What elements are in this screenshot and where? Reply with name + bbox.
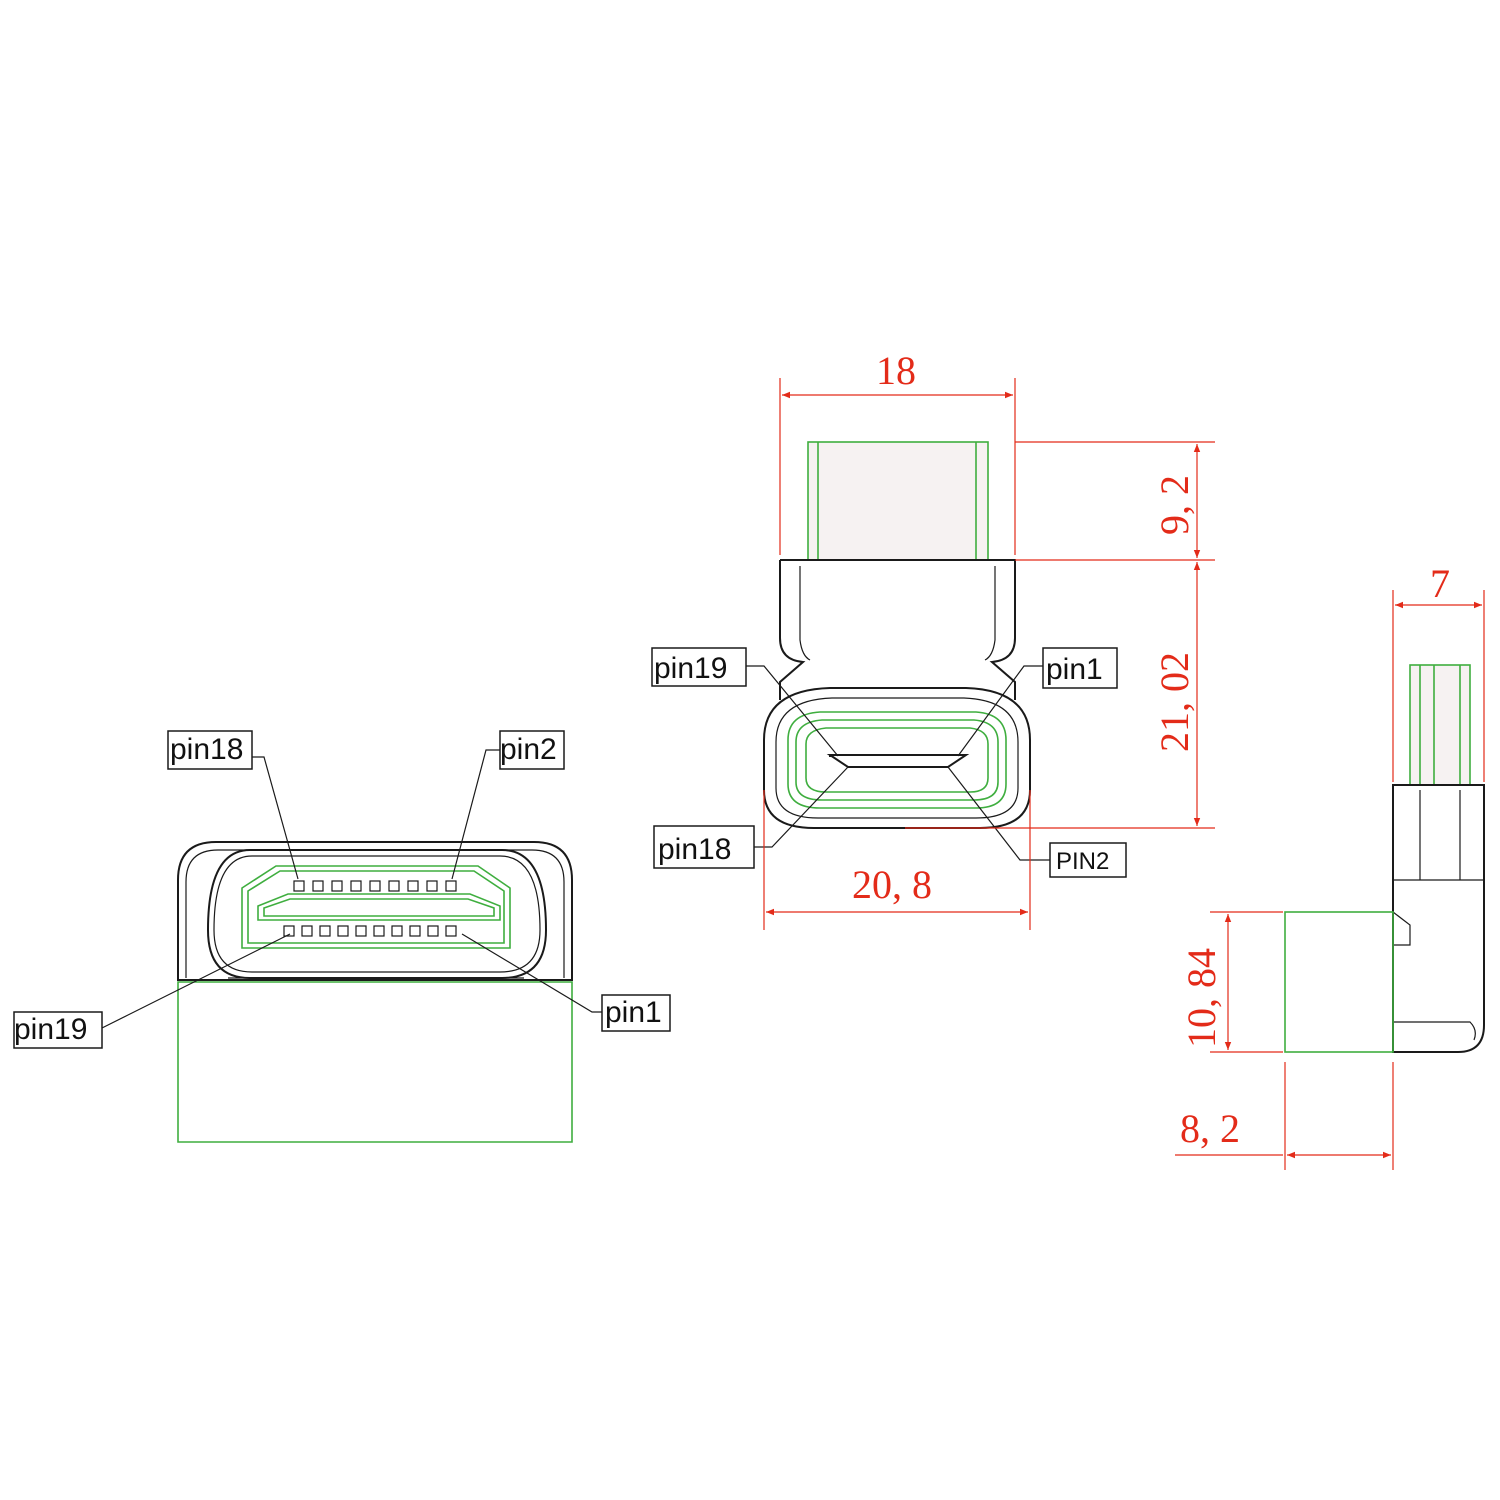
top-label-pin1: pin1 xyxy=(1046,653,1103,686)
top-plug xyxy=(807,441,989,561)
side-receptacle xyxy=(1284,911,1394,1053)
dim-plug-length: 9, 2 xyxy=(1152,475,1197,535)
top-label-pin19: pin19 xyxy=(654,652,727,685)
front-bottom-pins xyxy=(283,925,457,937)
top-slot xyxy=(826,754,970,768)
front-label-pin18: pin18 xyxy=(170,733,243,766)
front-label-pin2: pin2 xyxy=(500,733,557,766)
side-body xyxy=(1392,784,1485,1053)
dim-receptacle-height: 10, 84 xyxy=(1179,948,1224,1048)
top-label-pin18: pin18 xyxy=(658,833,731,866)
top-label-pin2: PIN2 xyxy=(1056,848,1109,875)
front-label-pin19: pin19 xyxy=(14,1013,87,1046)
top-port-outer xyxy=(787,711,1007,809)
front-label-pin1: pin1 xyxy=(605,996,662,1029)
dim-plug-width: 18 xyxy=(876,348,916,393)
front-tongue xyxy=(257,893,501,921)
top-neck xyxy=(780,559,1016,700)
top-view: pin19 pin1 pin18 PIN2 18 9, 2 21, 02 20,… xyxy=(651,348,1215,930)
dim-plug-thickness: 7 xyxy=(1430,561,1450,606)
front-top-pins xyxy=(293,880,457,892)
dim-body-width: 20, 8 xyxy=(852,862,932,907)
top-body xyxy=(763,687,1031,829)
front-port-outer xyxy=(241,865,511,949)
front-housing-outer xyxy=(177,841,573,981)
front-plug-body xyxy=(177,981,573,1143)
side-plug xyxy=(1409,664,1471,786)
front-shell-inner xyxy=(206,849,548,979)
dim-body-length: 21, 02 xyxy=(1152,652,1197,752)
front-view: pin18 pin2 pin19 pin1 xyxy=(13,730,671,1143)
side-view: 7 10, 84 8, 2 xyxy=(1175,561,1485,1170)
dim-receptacle-depth: 8, 2 xyxy=(1180,1106,1240,1151)
